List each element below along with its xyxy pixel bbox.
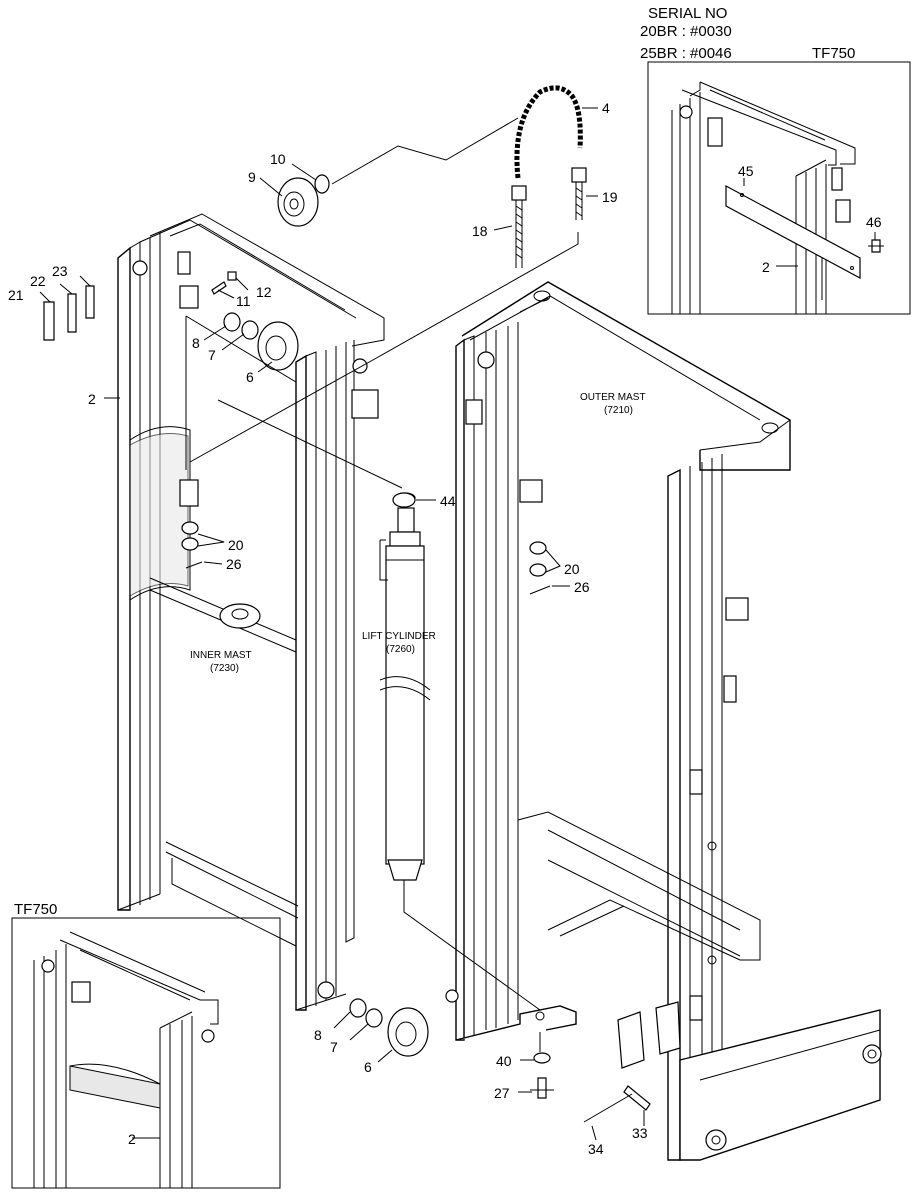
lift-chain (511, 85, 587, 268)
inner-mast-code: (7230) (210, 663, 239, 674)
lift-cylinder-label: LIFT CYLINDER (362, 631, 436, 642)
serial-20br: 20BR : #0030 (640, 23, 732, 40)
callout-26-left: 26 (226, 556, 242, 572)
callout-7-bottom: 7 (330, 1039, 338, 1055)
outer-mast-label: OUTER MAST (580, 392, 646, 403)
callout-6-bottom: 6 (364, 1059, 372, 1075)
callout-4: 4 (602, 100, 610, 116)
callout-10: 10 (270, 151, 286, 167)
callout-2-inset-top: 2 (762, 259, 770, 275)
inner-mast-label: INNER MAST (190, 650, 252, 661)
callout-44: 44 (440, 493, 456, 509)
callout-18: 18 (472, 223, 488, 239)
callout-21: 21 (8, 287, 24, 303)
callout-9: 9 (248, 169, 256, 185)
callout-20-right: 20 (564, 561, 580, 577)
callout-12: 12 (256, 284, 272, 300)
callout-23: 23 (52, 263, 68, 279)
callout-19: 19 (602, 189, 618, 205)
callout-6-top: 6 (246, 369, 254, 385)
callout-27: 27 (494, 1085, 510, 1101)
callout-34: 34 (588, 1141, 604, 1157)
callout-7-top: 7 (208, 347, 216, 363)
inset-bottom-left: 2 (11, 917, 281, 1189)
lift-cylinder-code: (7260) (386, 644, 415, 655)
serial-25br: 25BR : #0046 (640, 45, 732, 62)
callout-2-left: 2 (88, 391, 96, 407)
callout-8-top: 8 (192, 335, 200, 351)
inset-top-label: TF750 (812, 45, 855, 62)
callout-numbers: 4 10 9 19 18 23 22 21 12 11 8 7 6 2 44 2… (8, 100, 648, 1157)
callout-11: 11 (236, 293, 251, 309)
callout-8-bottom: 8 (314, 1027, 322, 1043)
callout-45: 45 (738, 163, 754, 179)
outer-mast (445, 281, 882, 1161)
lift-cylinder (379, 492, 431, 881)
callout-26-right: 26 (574, 579, 590, 595)
inset-top-right: 45 46 2 (647, 61, 911, 315)
assembly-labels: OUTER MAST (7210) INNER MAST (7230) LIFT… (190, 392, 646, 674)
loose-parts (43, 174, 651, 1123)
callout-2-inset-bottom: 2 (128, 1131, 136, 1147)
leader-lines (39, 107, 645, 1141)
outer-mast-code: (7210) (604, 405, 633, 416)
callout-33: 33 (632, 1125, 648, 1141)
callout-22: 22 (30, 273, 46, 289)
callout-20-left: 20 (228, 537, 244, 553)
inner-mast (117, 213, 385, 1011)
inset-bottom-label: TF750 (14, 901, 57, 918)
serial-title: SERIAL NO (648, 5, 727, 22)
callout-46: 46 (866, 214, 882, 230)
callout-40: 40 (496, 1053, 512, 1069)
